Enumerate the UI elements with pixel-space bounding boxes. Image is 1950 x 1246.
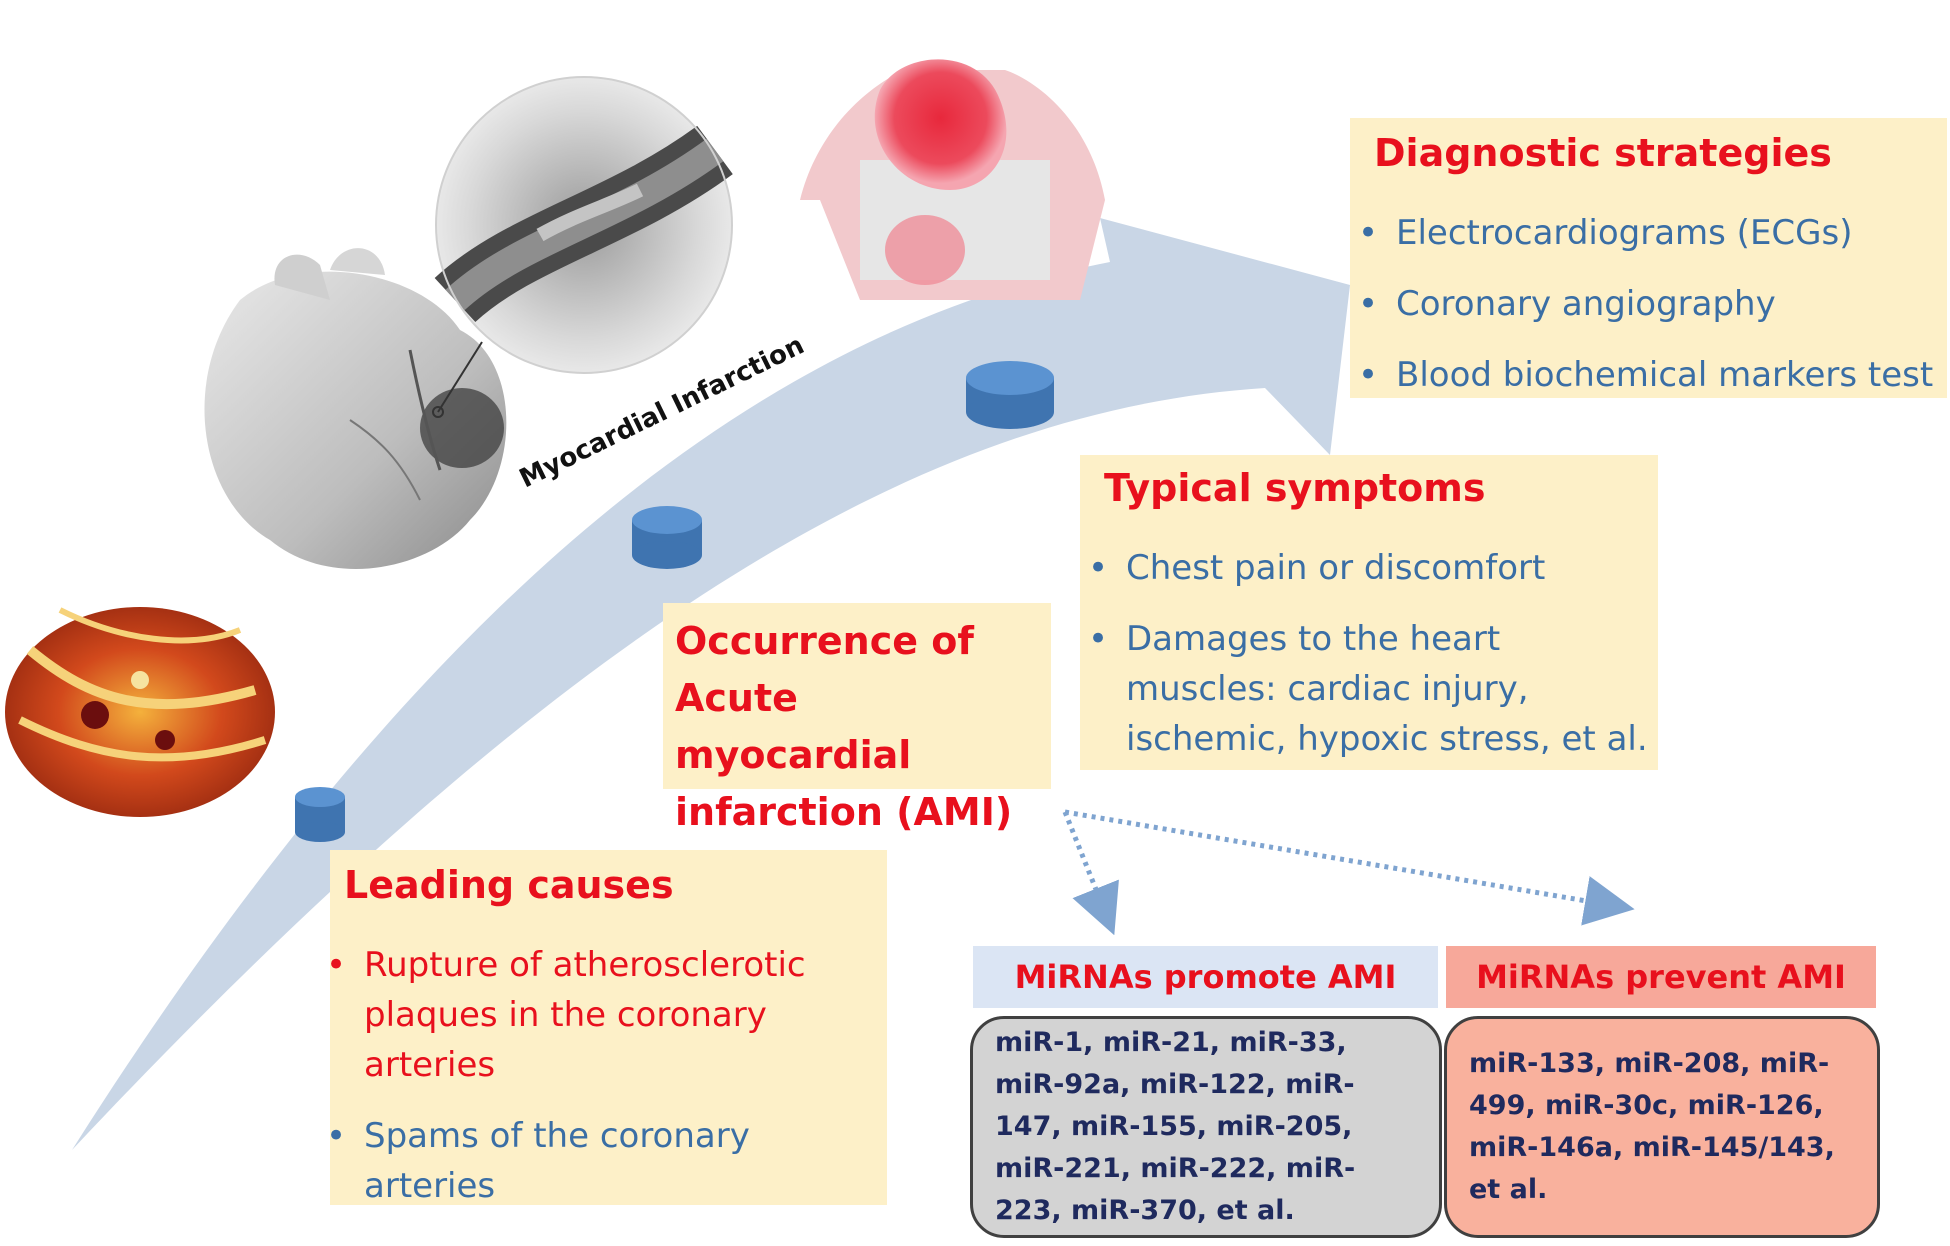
list-item: Chest pain or discomfort <box>1080 543 1650 593</box>
chest-pain-torso-illustration <box>800 59 1105 300</box>
list-item: Rupture of atherosclerotic plaques in th… <box>318 940 878 1090</box>
stage-disc-2 <box>632 506 702 569</box>
plaque-artery-illustration <box>5 607 275 817</box>
leading-causes-box: Leading causes Rupture of atheroscleroti… <box>326 850 887 1206</box>
typical-symptoms-title: Typical symptoms <box>1104 466 1486 510</box>
heart-illustration <box>204 248 507 569</box>
stenosis-vessel-illustration <box>434 76 733 374</box>
dotted-connector-arrows <box>1062 809 1635 936</box>
mirna-promote-header: MiRNAs promote AMI <box>973 946 1438 1008</box>
mirna-promote-list: miR-1, miR-21, miR-33, miR-92a, miR-122,… <box>995 1027 1356 1226</box>
list-item: Electrocardiograms (ECGs) <box>1350 208 1947 258</box>
progression-arrow <box>72 218 1350 1150</box>
diagnostic-strategies-box: Diagnostic strategies Electrocardiograms… <box>1350 118 1947 400</box>
list-item: Spams of the coronary arteries <box>318 1111 878 1211</box>
list-item: Blood biochemical markers test <box>1350 350 1947 400</box>
leading-causes-list: Rupture of atherosclerotic plaques in th… <box>318 940 878 1211</box>
typical-symptoms-box: Typical symptoms Chest pain or discomfor… <box>1080 455 1658 770</box>
stage-disc-3 <box>966 361 1054 429</box>
mirna-promote-list-box: miR-1, miR-21, miR-33, miR-92a, miR-122,… <box>970 1016 1442 1238</box>
ami-occurrence-title: Occurrence of Acute myocardial infarctio… <box>675 619 1013 834</box>
typical-symptoms-list: Chest pain or discomfort Damages to the … <box>1080 543 1650 764</box>
diagnostic-strategies-list: Electrocardiograms (ECGs) Coronary angio… <box>1350 208 1947 400</box>
leading-causes-title: Leading causes <box>344 863 674 907</box>
list-item: Damages to the heart muscles: cardiac in… <box>1080 614 1650 764</box>
mirna-prevent-list: miR-133, miR-208, miR-499, miR-30c, miR-… <box>1469 1048 1835 1205</box>
list-item: Coronary angiography <box>1350 279 1947 329</box>
mirna-prevent-list-box: miR-133, miR-208, miR-499, miR-30c, miR-… <box>1444 1016 1880 1238</box>
stage-disc-1 <box>295 787 345 842</box>
mirna-prevent-header: MiRNAs prevent AMI <box>1446 946 1876 1008</box>
ami-occurrence-box: Occurrence of Acute myocardial infarctio… <box>663 603 1051 834</box>
diagnostic-strategies-title: Diagnostic strategies <box>1374 131 1832 175</box>
